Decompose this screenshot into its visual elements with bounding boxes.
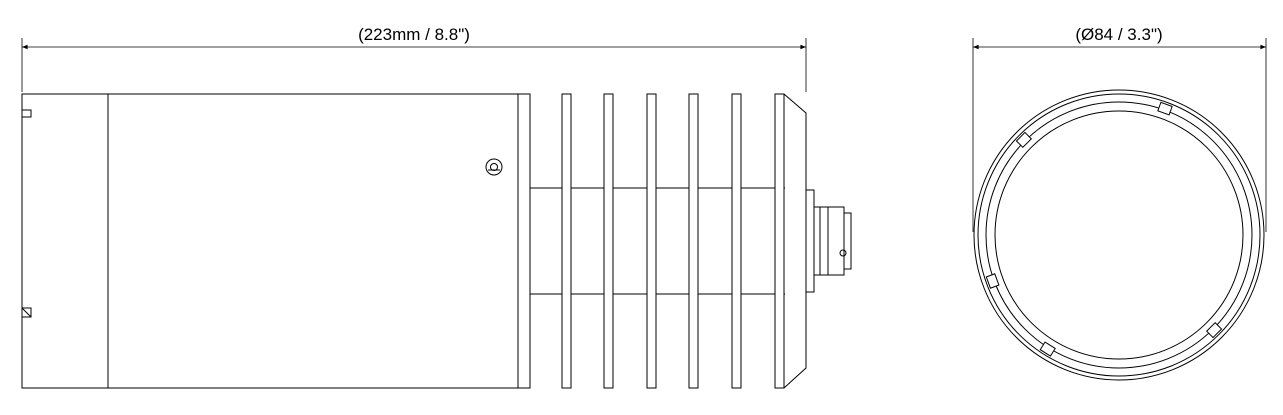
fin-1 xyxy=(561,93,572,389)
end-cap-slot-top xyxy=(21,109,32,118)
end-view-circles xyxy=(973,89,1265,381)
end-view: (Ø84 / 3.3") xyxy=(972,25,1267,381)
outer-circle-inner xyxy=(977,93,1261,377)
fin-3 xyxy=(646,93,657,389)
rim-circle xyxy=(985,101,1253,369)
inner-circle xyxy=(994,110,1244,360)
diameter-dimension: (Ø84 / 3.3") xyxy=(972,25,1267,232)
rim-clips xyxy=(985,101,1223,357)
outer-circle xyxy=(973,89,1265,381)
heatsink-core xyxy=(530,187,785,295)
connector xyxy=(805,189,852,293)
connector-tip xyxy=(843,212,852,270)
screw-icon xyxy=(485,158,503,176)
connector-body xyxy=(813,206,845,276)
fin-2 xyxy=(603,93,614,389)
fin-6 xyxy=(774,93,785,389)
housing-body xyxy=(21,93,531,389)
length-dimension-label: (223mm / 8.8") xyxy=(358,25,470,44)
heatsink-fins xyxy=(561,93,785,389)
length-dimension: (223mm / 8.8") xyxy=(21,25,807,92)
connector-flange xyxy=(805,189,815,293)
front-taper xyxy=(783,93,807,389)
fin-4 xyxy=(688,93,699,389)
end-cap-slot-bottom xyxy=(21,307,32,318)
housing-outline xyxy=(21,93,531,389)
side-view: (223mm / 8.8") xyxy=(21,25,852,389)
diameter-dimension-label: (Ø84 / 3.3") xyxy=(1075,25,1162,44)
fin-5 xyxy=(731,93,742,389)
connector-pin-icon xyxy=(839,249,847,257)
